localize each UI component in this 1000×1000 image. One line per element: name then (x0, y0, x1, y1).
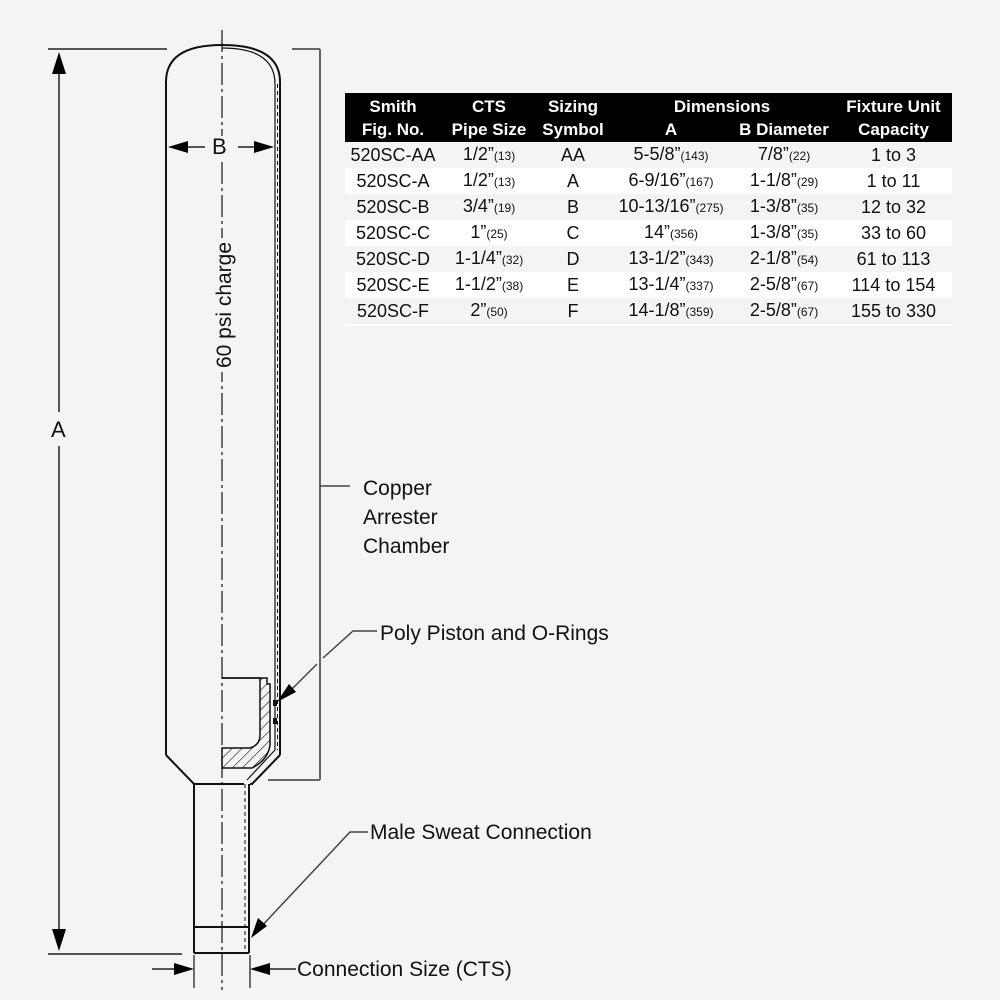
chamber-bracket (268, 48, 350, 781)
cell-cts: 1-1/4”(32) (441, 246, 537, 272)
dimension-a (48, 48, 182, 955)
cell-capacity: 61 to 113 (835, 246, 952, 272)
cell-a: 13-1/4”(337) (609, 272, 733, 298)
cell-b: 1-3/8”(35) (733, 220, 835, 246)
cell-b: 2-1/8”(54) (733, 246, 835, 272)
table-row: 520SC-F 2”(50) F 14-1/8”(359) 2-5/8”(67)… (345, 298, 952, 326)
cell-a: 14-1/8”(359) (609, 298, 733, 326)
arrow-right-icon (254, 141, 274, 153)
header-symbol: Sizing (537, 93, 609, 118)
cell-capacity: 12 to 32 (835, 194, 952, 220)
cell-symbol: AA (537, 142, 609, 168)
table-row: 520SC-D 1-1/4”(32) D 13-1/2”(343) 2-1/8”… (345, 246, 952, 272)
cell-fig: 520SC-B (345, 194, 441, 220)
arrow-right-icon (174, 963, 194, 975)
cell-cts: 1”(25) (441, 220, 537, 246)
cell-a: 13-1/2”(343) (609, 246, 733, 272)
header-fig: Smith (345, 93, 441, 118)
header-dimensions: Dimensions (609, 93, 835, 118)
cell-a: 10-13/16”(275) (609, 194, 733, 220)
cell-fig: 520SC-D (345, 246, 441, 272)
callout-poly-piston: Poly Piston and O-Rings (380, 622, 609, 645)
arrow-up-icon (52, 52, 66, 74)
cell-cts: 3/4”(19) (441, 194, 537, 220)
header-dim-a: A (609, 118, 733, 142)
header-sizing-symbol: Symbol (537, 118, 609, 142)
cell-b: 7/8”(22) (733, 142, 835, 168)
table-row: 520SC-C 1”(25) C 14”(356) 1-3/8”(35) 33 … (345, 220, 952, 246)
dimension-a-label: A (47, 419, 70, 441)
cell-b: 1-3/8”(35) (733, 194, 835, 220)
table-row: 520SC-A 1/2”(13) A 6-9/16”(167) 1-1/8”(2… (345, 168, 952, 194)
dimension-b (168, 141, 274, 153)
header-dim-b: B Diameter (733, 118, 835, 142)
cell-symbol: E (537, 272, 609, 298)
dimension-connection (152, 955, 296, 988)
arrow-down-icon (52, 929, 66, 951)
cell-fig: 520SC-F (345, 298, 441, 326)
cell-cts: 1-1/2”(38) (441, 272, 537, 298)
callout-copper-arrester-chamber: Copper Arrester Chamber (363, 477, 450, 558)
chamber-body (165, 43, 281, 785)
cell-symbol: A (537, 168, 609, 194)
cell-a: 6-9/16”(167) (609, 168, 733, 194)
cell-capacity: 155 to 330 (835, 298, 952, 326)
header-pipe-size: Pipe Size (441, 118, 537, 142)
cell-symbol: F (537, 298, 609, 326)
header-cts: CTS (441, 93, 537, 118)
table-header-row: Smith CTS Sizing Dimensions Fixture Unit (345, 93, 952, 118)
sizing-table: Smith CTS Sizing Dimensions Fixture Unit… (345, 93, 952, 326)
cell-cts: 2”(50) (441, 298, 537, 326)
arrow-left-icon (168, 141, 188, 153)
cell-fig: 520SC-A (345, 168, 441, 194)
cell-capacity: 114 to 154 (835, 272, 952, 298)
header-capacity: Fixture Unit (835, 93, 952, 118)
leader-piston (277, 630, 377, 702)
connection-tube (193, 784, 250, 954)
cell-a: 14”(356) (609, 220, 733, 246)
cell-cts: 1/2”(13) (441, 168, 537, 194)
cell-fig: 520SC-AA (345, 142, 441, 168)
cell-symbol: B (537, 194, 609, 220)
leader-sweat (251, 831, 368, 938)
header-fig-no: Fig. No. (345, 118, 441, 142)
arrow-icon (277, 684, 296, 702)
table-header-row: Fig. No. Pipe Size Symbol A B Diameter C… (345, 118, 952, 142)
cell-capacity: 1 to 3 (835, 142, 952, 168)
cell-cts: 1/2”(13) (441, 142, 537, 168)
cell-capacity: 1 to 11 (835, 168, 952, 194)
cell-a: 5-5/8”(143) (609, 142, 733, 168)
table-row: 520SC-AA 1/2”(13) AA 5-5/8”(143) 7/8”(22… (345, 142, 952, 168)
cell-b: 2-5/8”(67) (733, 298, 835, 326)
arrow-icon (251, 918, 267, 938)
piston (221, 677, 277, 769)
table-row: 520SC-E 1-1/2”(38) E 13-1/4”(337) 2-5/8”… (345, 272, 952, 298)
cell-fig: 520SC-E (345, 272, 441, 298)
callout-male-sweat-connection: Male Sweat Connection (370, 821, 592, 844)
callout-connection-size: Connection Size (CTS) (297, 958, 512, 981)
table-row: 520SC-B 3/4”(19) B 10-13/16”(275) 1-3/8”… (345, 194, 952, 220)
dimension-b-label: B (208, 136, 231, 158)
header-capacity-2: Capacity (835, 118, 952, 142)
cell-fig: 520SC-C (345, 220, 441, 246)
cell-symbol: D (537, 246, 609, 272)
charge-label: 60 psi charge (213, 237, 237, 373)
cell-b: 2-5/8”(67) (733, 272, 835, 298)
cell-capacity: 33 to 60 (835, 220, 952, 246)
cell-symbol: C (537, 220, 609, 246)
cell-b: 1-1/8”(29) (733, 168, 835, 194)
arrow-left-icon (250, 963, 270, 975)
